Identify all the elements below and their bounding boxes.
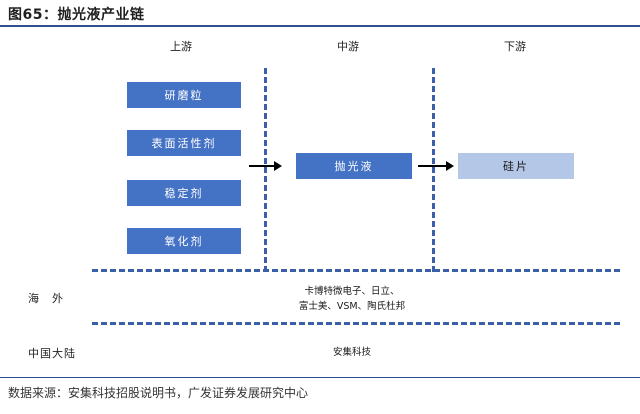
column-header-downstream: 下游 (504, 40, 526, 53)
overseas-companies-line2: 富士美、VSM、陶氏杜邦 (298, 301, 406, 312)
upstream-item-abrasive: 研磨粒 (127, 82, 241, 108)
row-label-overseas: 海 外 (28, 292, 64, 305)
title-rule (0, 25, 640, 27)
separator-upstream-midstream (264, 68, 267, 272)
upstream-item-oxidizer: 氧化剂 (127, 228, 241, 254)
source-note: 数据来源：安集科技招股说明书，广发证券发展研究中心 (8, 386, 309, 400)
arrow-to-midstream (249, 161, 282, 171)
china-company: 安集科技 (332, 347, 371, 358)
upstream-item-surfactant: 表面活性剂 (127, 130, 241, 156)
arrow-to-downstream (418, 161, 454, 171)
row-divider-middle (92, 322, 620, 325)
column-header-upstream: 上游 (170, 40, 192, 53)
column-header-midstream: 中游 (337, 40, 359, 53)
figure-title: 图65：抛光液产业链 (8, 7, 145, 23)
upstream-item-stabilizer: 稳定剂 (127, 180, 241, 206)
downstream-item-wafer: 硅片 (458, 153, 574, 179)
row-label-china: 中国大陆 (28, 347, 76, 360)
midstream-item-polishing-slurry: 抛光液 (296, 153, 412, 179)
row-divider-top (92, 269, 620, 272)
overseas-companies-line1: 卡博特微电子、日立、 (304, 286, 400, 297)
source-rule (0, 377, 640, 378)
separator-midstream-downstream (432, 68, 435, 272)
